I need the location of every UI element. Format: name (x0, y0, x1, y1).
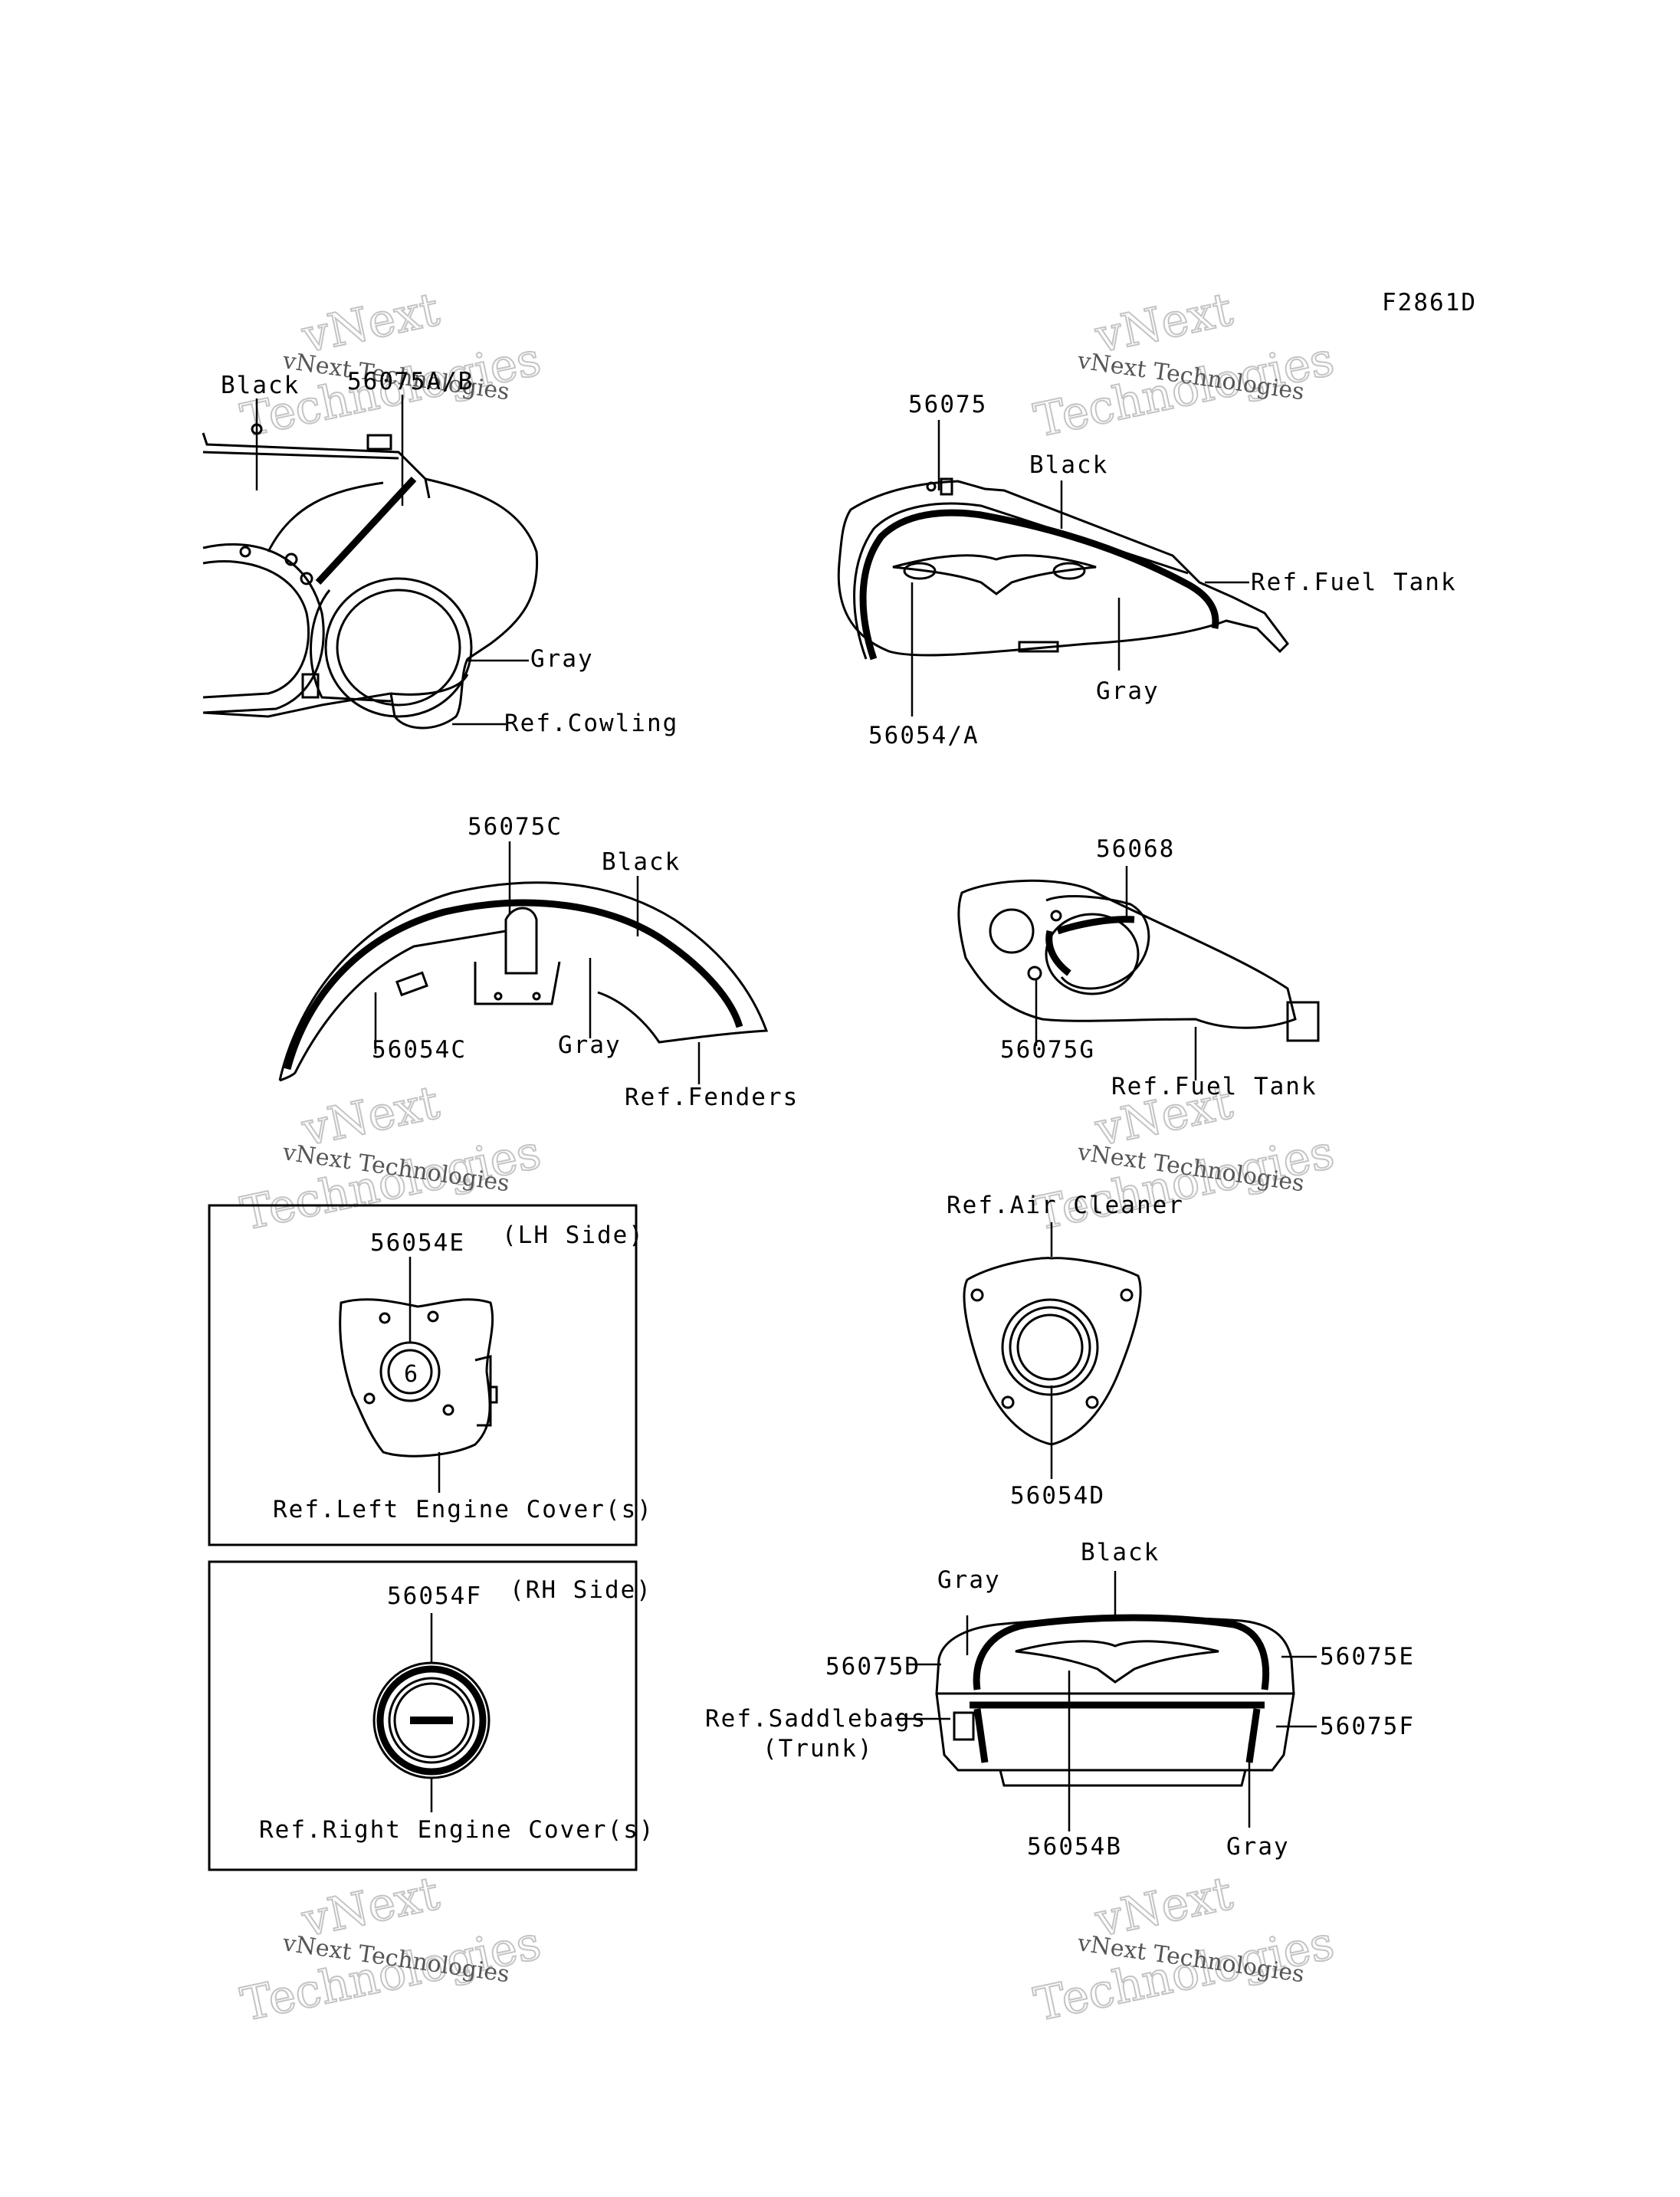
saddlebag-gray-left: Gray (937, 1566, 1001, 1594)
fuel-tank-reference: Ref.Fuel Tank (1251, 569, 1457, 596)
fuel-tank-emblem-part: 56054/A (868, 722, 979, 749)
saddlebag-reference-line1: Ref.Saddlebags (705, 1705, 927, 1733)
cowling-part-number: 56075A/B (347, 368, 474, 395)
fuel-tank-part-number: 56075 (908, 391, 987, 418)
watermark-top-right: vNext Technologies vNext Technologies (1029, 282, 1340, 449)
cowling-panel: Black 56075A/B Gray Ref.Cowling (202, 368, 678, 737)
figure-code: F2861D (1382, 289, 1477, 316)
saddlebag-black-label: Black (1081, 1539, 1160, 1566)
air-cleaner-reference: Ref.Air Cleaner (947, 1192, 1184, 1219)
saddlebag-drawing (935, 1614, 1295, 1787)
watermark-top-left: vNext Technologies vNext Technologies (236, 282, 546, 449)
saddlebag-reference-line2: (Trunk) (763, 1735, 874, 1763)
fuel-tank-side-panel: 56068 56075G Ref.Fuel Tank (957, 835, 1320, 1100)
saddlebag-part-left: 56075D (825, 1653, 920, 1681)
fender-emblem-part: 56054C (372, 1036, 467, 1064)
fuel-tank-side-part-number: 56068 (1096, 835, 1175, 863)
fuel-tank-gray-label: Gray (1096, 677, 1160, 705)
left-engine-drawing: 6 (339, 1298, 498, 1458)
right-engine-drawing (372, 1661, 491, 1779)
saddlebag-panel: Black Gray 56075D 56075E 56075F Ref.Sadd… (705, 1539, 1415, 1861)
left-engine-part-number: 56054E (370, 1229, 465, 1257)
left-engine-box (208, 1204, 638, 1546)
fuel-tank-drawing (837, 477, 1289, 661)
air-cleaner-panel: Ref.Air Cleaner 56054D (947, 1192, 1184, 1510)
air-cleaner-part-number: 56054D (1010, 1482, 1105, 1510)
watermark-bottom-left: vNext Technologies vNext Technologies (236, 1866, 546, 2033)
fender-part-number: 56075C (468, 813, 563, 841)
right-engine-part-number: 56054F (387, 1582, 482, 1610)
fender-panel: 56075C Black Gray 56054C Ref.Fenders (278, 813, 799, 1111)
right-engine-emblem-badge (410, 1717, 453, 1724)
cowling-black-label: Black (221, 372, 300, 399)
fender-black-label: Black (602, 848, 681, 876)
cowling-reference: Ref.Cowling (504, 710, 678, 737)
watermark-bottom-right: vNext Technologies vNext Technologies (1029, 1866, 1340, 2033)
right-engine-side: (RH Side) (510, 1576, 652, 1604)
fender-gray-label: Gray (558, 1031, 622, 1059)
saddlebag-emblem-part: 56054B (1027, 1833, 1122, 1861)
fuel-tank-black-label: Black (1029, 451, 1108, 479)
saddlebag-part-right-top: 56075E (1320, 1643, 1415, 1671)
right-engine-box (208, 1560, 638, 1871)
watermark-mid-left: vNext Technologies vNext Technologies (236, 1075, 546, 1242)
fuel-tank-side-part-number-2: 56075G (1000, 1036, 1095, 1064)
left-engine-panel: 6 (LH Side) 56054E Ref.Left Engine Cover… (208, 1204, 653, 1546)
fender-drawing (278, 881, 769, 1082)
saddlebag-part-right-bottom: 56075F (1320, 1713, 1415, 1740)
right-engine-reference: Ref.Right Engine Cover(s) (259, 1816, 655, 1844)
fender-reference: Ref.Fenders (625, 1084, 799, 1111)
left-engine-emblem-glyph: 6 (404, 1361, 418, 1388)
air-cleaner-drawing (963, 1257, 1142, 1446)
left-engine-side: (LH Side) (502, 1221, 645, 1249)
fuel-tank-panel: 56075 Black Ref.Fuel Tank Gray 56054/A (837, 391, 1457, 749)
left-engine-reference: Ref.Left Engine Cover(s) (273, 1496, 653, 1523)
fuel-tank-side-drawing (957, 879, 1320, 1042)
saddlebag-gray-right: Gray (1226, 1833, 1290, 1861)
right-engine-panel: (RH Side) 56054F Ref.Right Engine Cover(… (208, 1560, 655, 1871)
cowling-gray-label: Gray (530, 645, 594, 673)
fuel-tank-side-reference: Ref.Fuel Tank (1111, 1073, 1317, 1100)
cowling-drawing (202, 423, 539, 730)
